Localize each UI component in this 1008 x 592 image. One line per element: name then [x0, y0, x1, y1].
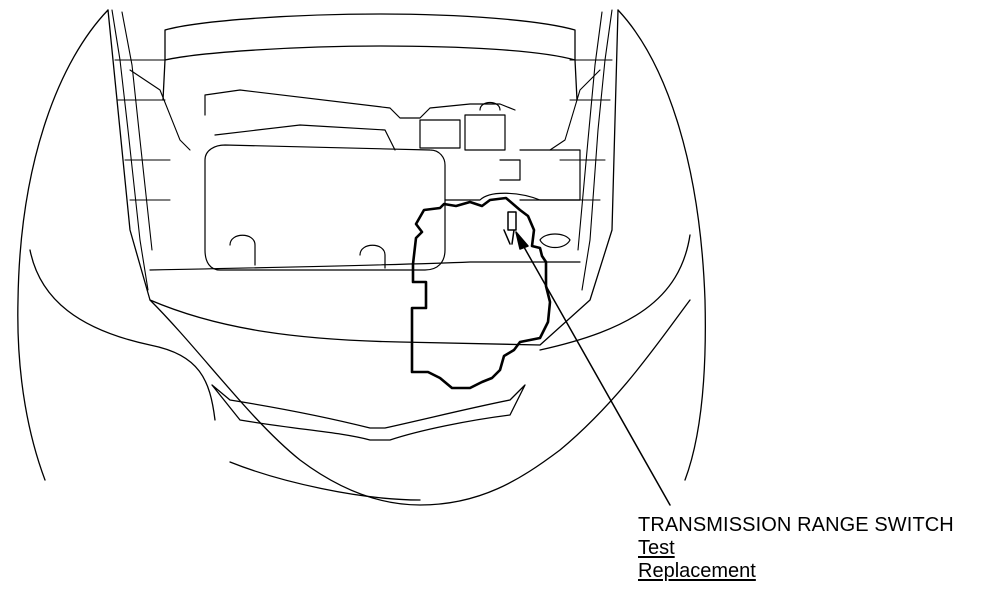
- engine-components: [149, 89, 581, 271]
- switch-leader-group: [503, 211, 671, 506]
- hood-hinges: [111, 9, 613, 291]
- test-link[interactable]: Test: [638, 537, 675, 559]
- leader-line: [519, 239, 671, 506]
- leader-arrowhead: [515, 231, 529, 250]
- component-callout: TRANSMISSION RANGE SWITCH Test Replaceme…: [638, 514, 954, 583]
- transmission-highlight: [410, 196, 552, 390]
- replacement-link[interactable]: Replacement: [638, 560, 756, 582]
- transmission-range-switch-marker: [503, 211, 517, 245]
- component-title: TRANSMISSION RANGE SWITCH: [638, 514, 954, 536]
